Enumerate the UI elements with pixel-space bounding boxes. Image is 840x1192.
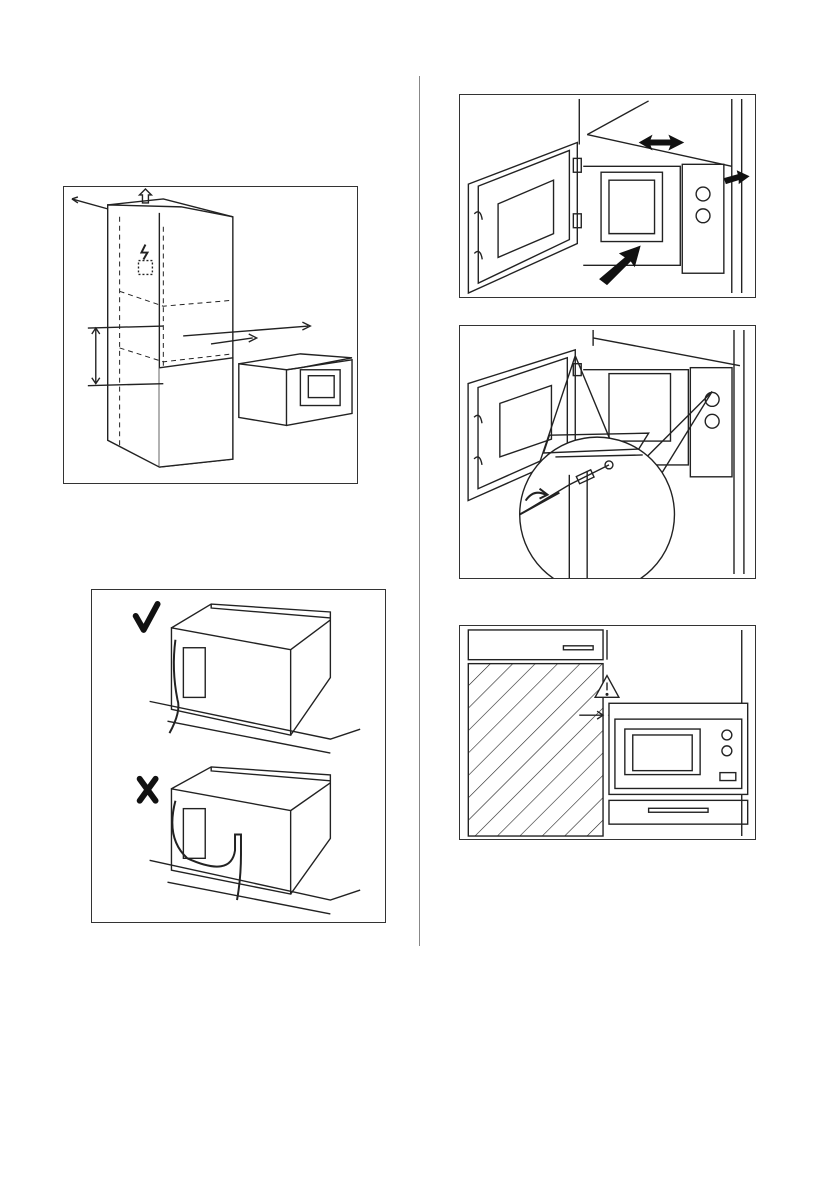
cross-mark-icon <box>140 779 156 801</box>
correct-install-illustration <box>150 604 361 753</box>
microwave-built-in <box>609 703 748 794</box>
microwave-illustration <box>239 354 352 426</box>
power-cable-routing-figure <box>91 589 386 923</box>
adjacent-cabinet-clearance-figure <box>459 625 756 840</box>
check-mark-icon <box>136 604 158 630</box>
incorrect-install-illustration <box>150 767 361 914</box>
right-arrow-icon <box>724 170 750 184</box>
screw-fixing-detail-figure <box>459 325 756 579</box>
door-and-frame-insertion-figure <box>459 94 756 298</box>
cabinet-dimensions-figure <box>63 186 358 484</box>
column-divider <box>419 76 420 946</box>
